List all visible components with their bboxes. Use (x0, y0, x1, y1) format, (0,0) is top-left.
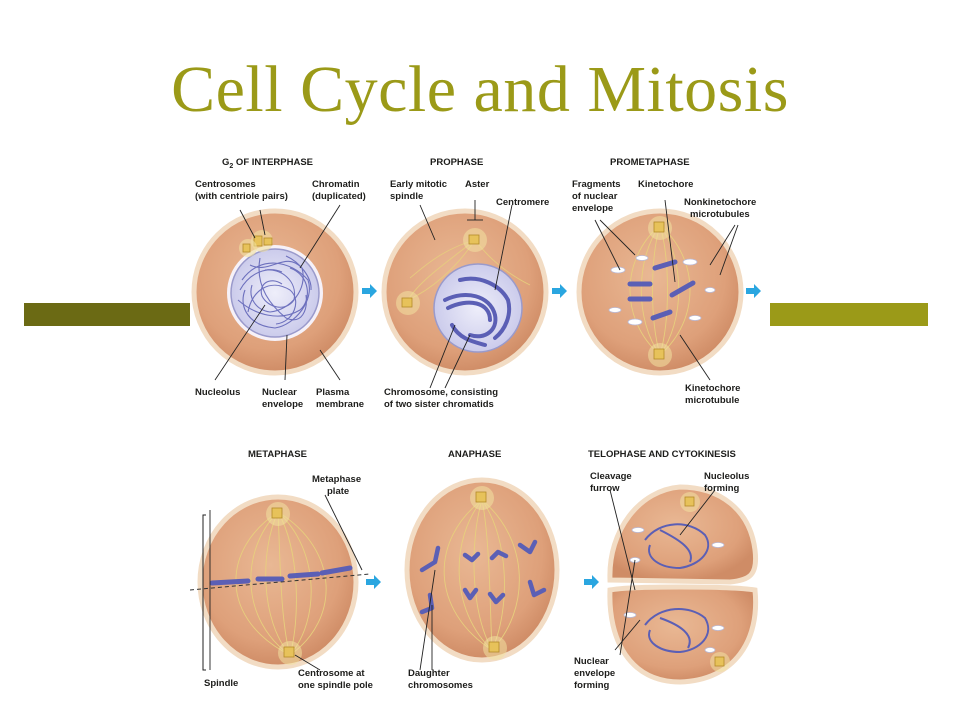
right-accent-bar (768, 303, 928, 326)
prometaphase-chromosomes (627, 259, 696, 321)
label-daughter-sub: chromosomes (408, 680, 473, 691)
label-plasma-membrane-sub: membrane (316, 399, 364, 410)
label-chromatin-sub: (duplicated) (312, 191, 366, 202)
label-plasma-membrane: Plasma (316, 387, 350, 398)
spindle-bracket (202, 514, 206, 671)
label-kinetochore-mt-sub: microtubule (685, 395, 739, 406)
label-cleavage-sub: furrow (590, 483, 620, 494)
label-chromosome-sub: of two sister chromatids (384, 399, 494, 410)
label-centrosomes-sub: (with centriole pairs) (195, 191, 288, 202)
label-centrosome-pole-sub: one spindle pole (298, 680, 373, 691)
stage-metaphase: METAPHASE (248, 449, 307, 460)
cell-prophase (381, 208, 549, 376)
label-metaphase-plate: Metaphase (312, 474, 361, 485)
envelope-fragments-forming (623, 527, 725, 653)
label-kinetochore-mt: Kinetochore (685, 383, 740, 394)
cell-prometaphase (576, 208, 744, 376)
arrow-row2 (366, 575, 599, 589)
stage-telophase: TELOPHASE AND CYTOKINESIS (588, 449, 736, 460)
reforming-nuclei (644, 523, 710, 654)
label-cleavage: Cleavage (590, 471, 632, 482)
mitosis-diagram-svg: G2 OF INTERPHASE PROPHASE PROMETAPHASE M… (190, 157, 761, 691)
cell-g2-interphase (191, 208, 359, 376)
label-nucleolus: Nucleolus (195, 387, 240, 398)
stage-prophase: PROPHASE (430, 157, 483, 168)
label-nuclear-forming-2: envelope (574, 668, 615, 679)
arrow-row1 (362, 284, 761, 298)
label-daughter: Daughter (408, 668, 450, 679)
label-centromere: Centromere (496, 197, 549, 208)
left-accent-bar (24, 303, 192, 326)
metaphase-chromosomes (209, 565, 353, 586)
mitosis-diagram: G2 OF INTERPHASE PROPHASE PROMETAPHASE M… (190, 150, 770, 700)
metaphase-spindle (235, 511, 327, 656)
label-nuclear-forming: Nuclear (574, 656, 609, 667)
leader-lines (209, 199, 739, 671)
stage-g2-interphase: G2 OF INTERPHASE (222, 157, 313, 170)
label-nuclear-envelope: Nuclear (262, 387, 297, 398)
label-fragments-2: of nuclear (572, 191, 618, 202)
label-nonkinetochore-sub: microtubules (690, 209, 750, 220)
stage-anaphase: ANAPHASE (448, 449, 501, 460)
cell-metaphase (190, 494, 371, 670)
label-nuclear-envelope-sub: envelope (262, 399, 303, 410)
label-early-spindle-sub: spindle (390, 191, 423, 202)
label-spindle: Spindle (204, 678, 238, 689)
slide-title: Cell Cycle and Mitosis (171, 53, 789, 126)
chromatin-tangle (237, 255, 312, 329)
label-kinetochore: Kinetochore (638, 179, 693, 190)
label-nucleolus-forming: Nucleolus (704, 471, 749, 482)
cell-telophase (607, 484, 759, 685)
condensed-chromosomes (443, 276, 512, 347)
label-aster: Aster (465, 179, 490, 190)
cell-anaphase (404, 477, 560, 663)
label-chromatin: Chromatin (312, 179, 360, 190)
label-early-spindle: Early mitotic (390, 179, 447, 190)
label-nucleolus-forming-sub: forming (704, 483, 740, 494)
label-fragments: Fragments (572, 179, 621, 190)
envelope-fragments (608, 255, 716, 326)
centrosome-pair-icon (239, 230, 273, 257)
label-nonkinetochore: Nonkinetochore (684, 197, 756, 208)
metaphase-plate-line (190, 573, 371, 591)
label-metaphase-plate-sub: plate (327, 486, 349, 497)
spindle-fibers (629, 224, 691, 356)
label-nuclear-forming-3: forming (574, 680, 610, 691)
label-centrosomes: Centrosomes (195, 179, 256, 190)
label-fragments-3: envelope (572, 203, 613, 214)
label-chromosome: Chromosome, consisting (384, 387, 498, 398)
stage-prometaphase: PROMETAPHASE (610, 157, 690, 168)
label-centrosome-pole: Centrosome at (298, 668, 365, 679)
anaphase-spindle (443, 499, 520, 651)
